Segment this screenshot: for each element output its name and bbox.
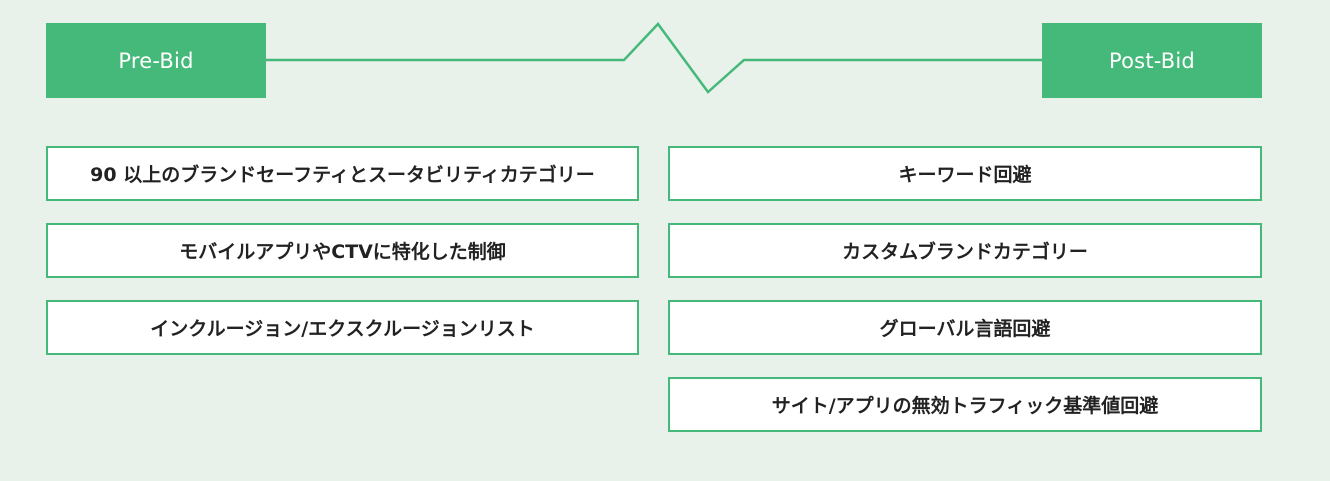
post-bid-label: Post-Bid — [1042, 23, 1262, 98]
post-bid-item-custom-brand-categories: カスタムブランドカテゴリー — [668, 223, 1262, 278]
post-bid-item-global-language-avoidance: グローバル言語回避 — [668, 300, 1262, 355]
pre-bid-label: Pre-Bid — [46, 23, 266, 98]
pre-bid-item-brand-safety-categories: 90 以上のブランドセーフティとスータビリティカテゴリー — [46, 146, 639, 201]
post-bid-item-ivt-threshold-avoidance: サイト/アプリの無効トラフィック基準値回避 — [668, 377, 1262, 432]
pre-bid-item-inclusion-exclusion-lists: インクルージョン/エクスクルージョンリスト — [46, 300, 639, 355]
post-bid-item-keyword-avoidance: キーワード回避 — [668, 146, 1262, 201]
pre-bid-item-mobile-ctv-controls: モバイルアプリやCTVに特化した制御 — [46, 223, 639, 278]
